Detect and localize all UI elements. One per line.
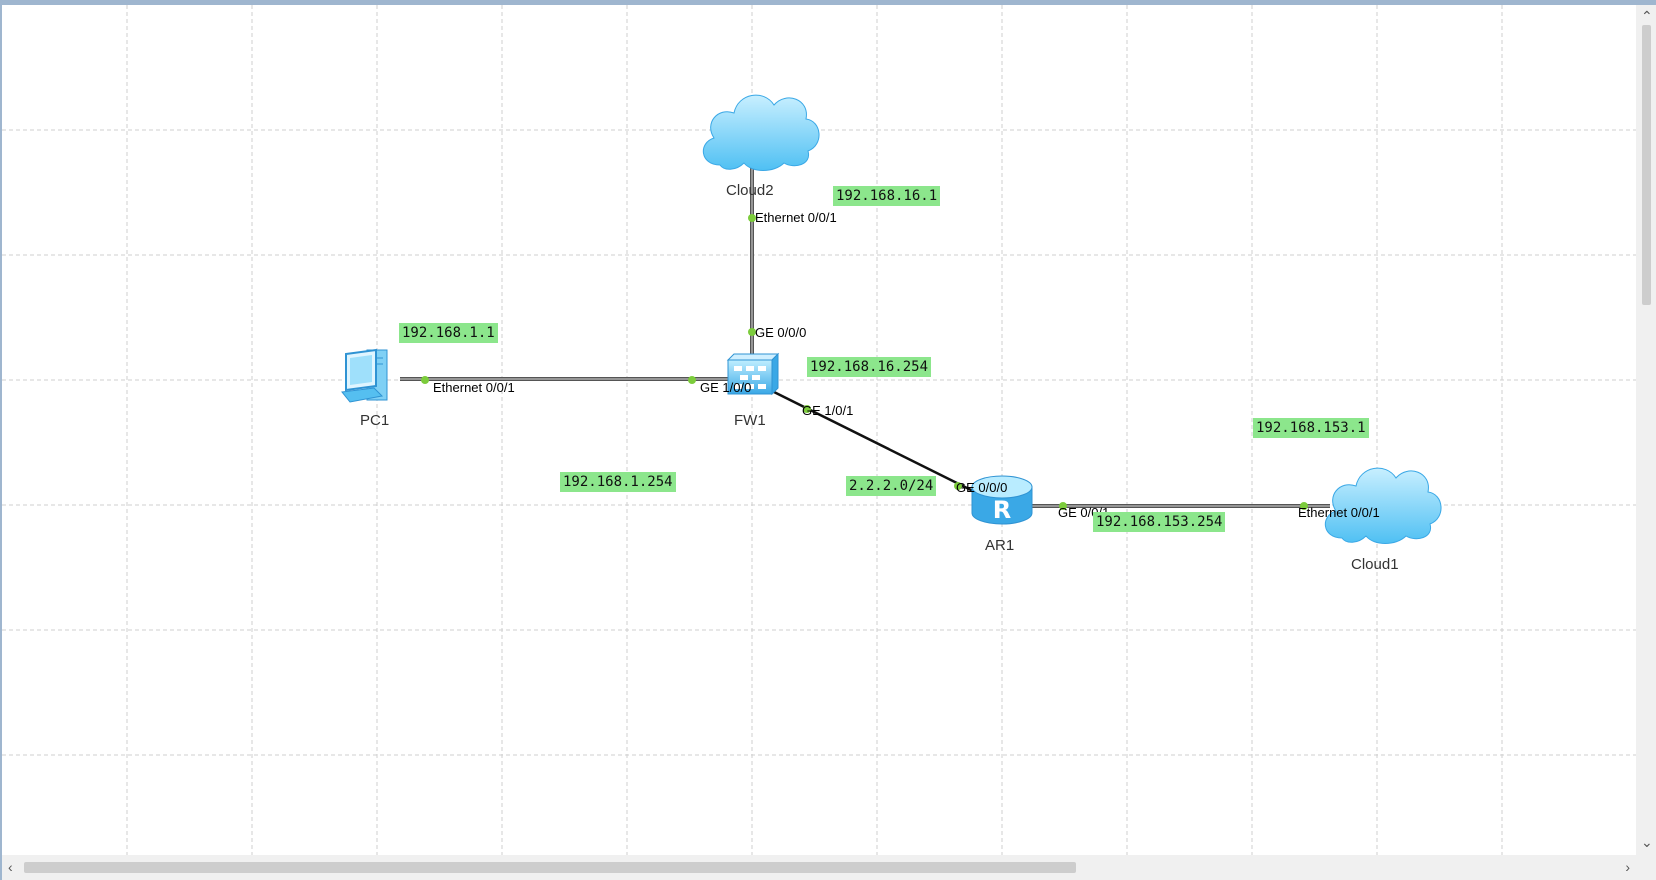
cloud-icon[interactable] — [703, 94, 820, 171]
scroll-down-icon[interactable]: ⌄ — [1641, 834, 1653, 850]
device-label-fw1: FW1 — [734, 412, 766, 429]
port-dot — [1300, 502, 1308, 510]
vertical-scroll-thumb[interactable] — [1642, 25, 1651, 305]
router-icon[interactable]: R — [971, 475, 1033, 525]
port-dot — [748, 214, 756, 222]
device-label-cloud1: Cloud1 — [1351, 556, 1399, 573]
port-dot — [954, 482, 962, 490]
port-label-cloud1-eth: Ethernet 0/0/1 — [1298, 505, 1380, 520]
horizontal-scroll-thumb[interactable] — [24, 862, 1076, 873]
port-dot — [421, 376, 429, 384]
device-label-pc1: PC1 — [360, 412, 390, 429]
port-dot — [803, 405, 811, 413]
scroll-left-icon[interactable]: ‹ — [8, 859, 13, 875]
port-label-fw1-ge101: GE 1/0/1 — [802, 403, 854, 418]
port-label-ar1-ge000: GE 0/0/0 — [956, 480, 1008, 495]
ip-label-pc1[interactable]: 192.168.1.1 — [399, 323, 498, 343]
svg-text:R: R — [993, 496, 1011, 524]
port-dot — [748, 328, 756, 336]
scrollbar-corner — [1636, 855, 1656, 880]
port-dot — [1059, 502, 1067, 510]
port-label-pc1-eth: Ethernet 0/0/1 — [433, 380, 515, 395]
ip-label-ar1-cloud1[interactable]: 192.168.153.254 — [1093, 512, 1226, 532]
vertical-scrollbar[interactable]: ⌃ ⌄ — [1636, 5, 1656, 855]
horizontal-scrollbar[interactable]: ‹ › — [2, 855, 1636, 880]
ip-label-fw1-inside[interactable]: 192.168.1.254 — [560, 472, 676, 492]
device-label-ar1: AR1 — [985, 537, 1015, 554]
port-dot — [688, 376, 696, 384]
ip-label-link-fw-ar[interactable]: 2.2.2.0/24 — [846, 476, 937, 496]
firewall-icon[interactable] — [726, 352, 780, 396]
pc-icon[interactable] — [341, 348, 388, 403]
port-label-fw1-ge000: GE 0/0/0 — [755, 325, 807, 340]
ip-label-cloud1[interactable]: 192.168.153.1 — [1253, 418, 1369, 438]
port-dots — [421, 214, 1308, 510]
ip-label-fw1-cloud2[interactable]: 192.168.16.254 — [807, 357, 932, 377]
scroll-up-icon[interactable]: ⌃ — [1641, 8, 1653, 24]
scroll-right-icon[interactable]: › — [1625, 859, 1630, 875]
cloud-icon[interactable] — [1325, 467, 1442, 544]
port-label-fw1-ge100: GE 1/0/0 — [700, 380, 752, 395]
port-label-cloud2-eth: Ethernet 0/0/1 — [755, 210, 837, 225]
ip-label-cloud2[interactable]: 192.168.16.1 — [833, 186, 941, 206]
device-label-cloud2: Cloud2 — [726, 182, 774, 199]
